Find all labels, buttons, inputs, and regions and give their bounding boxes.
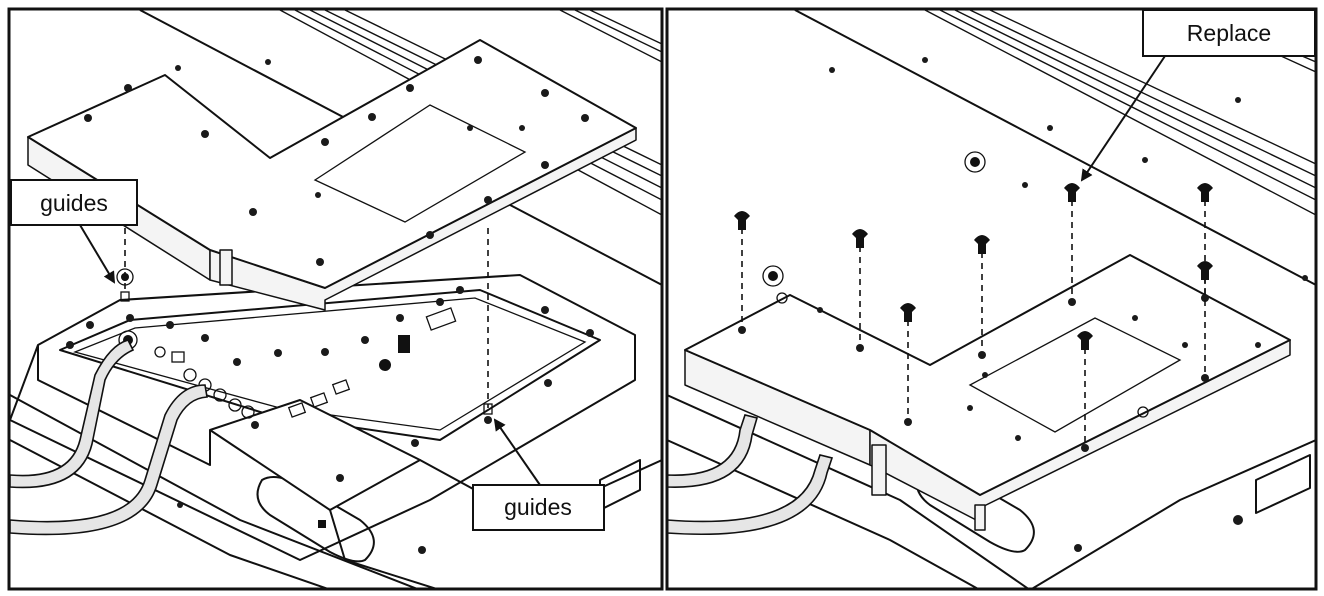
guides-label-bottom: guides — [504, 494, 572, 520]
screw-icon — [852, 229, 868, 248]
right-panel-border — [665, 7, 1318, 591]
guides-callout-bottom: guides — [472, 418, 605, 531]
guides-label-left: guides — [40, 190, 108, 216]
left-cables — [9, 339, 208, 536]
screw-icon — [1197, 183, 1213, 202]
screw-icon — [1064, 183, 1080, 202]
screw-icon — [734, 211, 750, 230]
screw-icon — [974, 235, 990, 254]
left-panel-border — [7, 7, 664, 591]
screw-icon — [900, 303, 916, 322]
screw-icon — [1197, 261, 1213, 280]
guide-pins — [116, 228, 493, 415]
left-panel: guides guides — [9, 9, 662, 589]
replace-callout: Replace — [1080, 9, 1316, 182]
replace-label: Replace — [1187, 20, 1271, 46]
guides-callout-left: guides — [10, 179, 138, 284]
left-ports — [118, 307, 457, 419]
right-panel: Replace — [667, 9, 1316, 589]
screw-icon — [1077, 331, 1093, 350]
right-cables — [667, 414, 834, 536]
screws — [734, 183, 1213, 444]
left-housing — [9, 274, 662, 589]
left-cover-plate — [27, 39, 637, 311]
right-cover-plate — [684, 254, 1291, 531]
